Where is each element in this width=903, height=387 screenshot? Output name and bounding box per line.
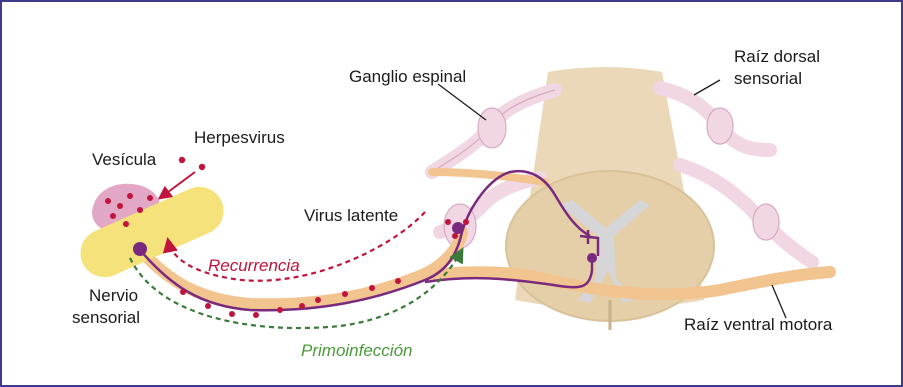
leader-raiz-ventral: [772, 285, 786, 318]
leader-ganglio: [438, 84, 486, 120]
label-primoinfeccion: Primoinfección: [301, 341, 413, 360]
dorsal-horn-neuron: [587, 253, 597, 263]
label-herpesvirus: Herpesvirus: [194, 128, 285, 147]
label-raiz-ventral-motora: Raíz ventral motora: [684, 315, 833, 334]
label-virus-latente: Virus latente: [304, 206, 398, 225]
neuron-ending: [133, 242, 147, 256]
ganglion-lower-right: [753, 204, 779, 240]
label-ganglio-espinal: Ganglio espinal: [349, 67, 466, 86]
label-nervio-1: Nervio: [89, 286, 138, 305]
label-raiz-dorsal-1: Raíz dorsal: [734, 47, 820, 66]
label-recurrencia: Recurrencia: [208, 256, 300, 275]
label-nervio-2: sensorial: [72, 308, 140, 327]
ganglion-neuron-body: [452, 222, 464, 234]
label-vesicula: Vesícula: [92, 150, 157, 169]
ganglion-right: [707, 108, 733, 144]
ganglion-upper: [478, 108, 506, 148]
leader-raiz-dorsal: [694, 80, 720, 95]
label-raiz-dorsal-2: sensorial: [734, 69, 802, 88]
upper-orange-nerve: [432, 172, 545, 182]
